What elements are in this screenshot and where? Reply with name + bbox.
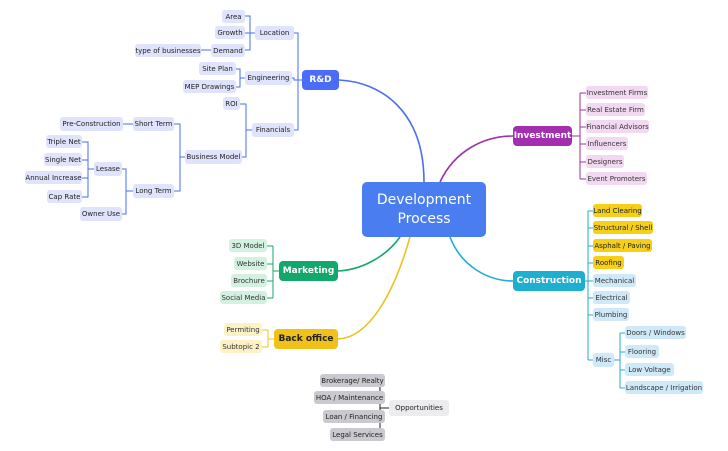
node-mep-drawings[interactable]: MEP Drawings xyxy=(183,80,236,93)
node-owner-use[interactable]: Owner Use xyxy=(80,207,122,221)
node-investment-firms[interactable]: Investment Firms xyxy=(586,86,648,99)
node-financial-advisors[interactable]: Financial Advisors xyxy=(586,120,649,133)
node-lesase[interactable]: Lesase xyxy=(94,162,122,176)
node-legal-services[interactable]: Legal Services xyxy=(330,428,385,441)
node-electrical[interactable]: Electrical xyxy=(593,291,630,304)
node-land-clearing[interactable]: Land Clearing xyxy=(593,204,642,217)
node-engineering[interactable]: Engineering xyxy=(245,71,292,85)
node-cap-rate[interactable]: Cap Rate xyxy=(47,190,82,203)
node-opportunities[interactable]: Opportunities xyxy=(389,400,449,416)
node-roofing[interactable]: Roofing xyxy=(593,256,624,269)
node-brokerage-realty[interactable]: Brokerage/ Realty xyxy=(320,374,385,387)
node-location[interactable]: Location xyxy=(255,26,294,40)
node-loan-financing[interactable]: Loan / Financing xyxy=(323,410,385,423)
branch-back-office[interactable]: Back office xyxy=(274,329,338,349)
node-designers[interactable]: Designers xyxy=(586,155,624,168)
node-business-model[interactable]: Business Model xyxy=(185,150,242,164)
node-pre-construction[interactable]: Pre-Construction xyxy=(60,117,123,131)
node-influencers[interactable]: Influencers xyxy=(586,137,628,150)
node-demand[interactable]: Demand xyxy=(211,44,245,57)
node-subtopic-2[interactable]: Subtopic 2 xyxy=(220,340,262,353)
central-topic-line1: Development xyxy=(376,191,472,208)
node-growth[interactable]: Growth xyxy=(215,26,245,39)
node-permiting[interactable]: Permiting xyxy=(224,323,262,336)
node-low-voltage[interactable]: Low Voltage xyxy=(625,363,674,376)
node-asphalt-paving[interactable]: Asphalt / Paving xyxy=(593,239,652,252)
node-brochure[interactable]: Brochure xyxy=(231,274,267,287)
node-social-media[interactable]: Social Media xyxy=(220,291,267,304)
node-real-estate-firm[interactable]: Real Estate Firm xyxy=(586,103,645,116)
central-topic-line2: Process xyxy=(397,210,451,227)
node-area[interactable]: Area xyxy=(222,10,245,23)
node-misc[interactable]: Misc xyxy=(593,353,614,367)
node-doors-windows[interactable]: Doors / Windows xyxy=(625,326,686,339)
branch-investment[interactable]: Investment xyxy=(513,126,572,146)
node-website[interactable]: Website xyxy=(234,257,267,270)
branch-rd[interactable]: R&D xyxy=(302,70,339,90)
node-landscape-irrigation[interactable]: Landscape / Irrigation xyxy=(625,381,703,394)
node-single-net[interactable]: Single Net xyxy=(44,153,82,166)
node-type-of-businesses[interactable]: type of businesses xyxy=(135,44,201,57)
node-annual-increase[interactable]: Annual Increase xyxy=(25,171,82,184)
branch-marketing[interactable]: Marketing xyxy=(279,261,338,281)
node-roi[interactable]: ROI xyxy=(223,97,240,110)
node-financials[interactable]: Financials xyxy=(252,123,294,137)
node-site-plan[interactable]: Site Plan xyxy=(199,62,236,75)
node-mechanical[interactable]: Mechanical xyxy=(593,274,636,287)
node-structural-shell[interactable]: Structural / Shell xyxy=(593,221,653,234)
node-plumbing[interactable]: Plumbing xyxy=(593,308,629,321)
node-triple-net[interactable]: Triple Net xyxy=(46,135,82,148)
node-long-term[interactable]: Long Term xyxy=(133,184,174,198)
central-topic[interactable]: Development Process xyxy=(362,182,486,237)
branch-construction[interactable]: Construction xyxy=(513,271,585,291)
node-flooring[interactable]: Flooring xyxy=(625,345,659,358)
node-3d-model[interactable]: 3D Model xyxy=(229,239,267,252)
node-hoa-maintenance[interactable]: HOA / Maintenance xyxy=(314,391,385,404)
node-short-term[interactable]: Short Term xyxy=(133,117,174,131)
node-event-promoters[interactable]: Event Promoters xyxy=(586,172,647,185)
